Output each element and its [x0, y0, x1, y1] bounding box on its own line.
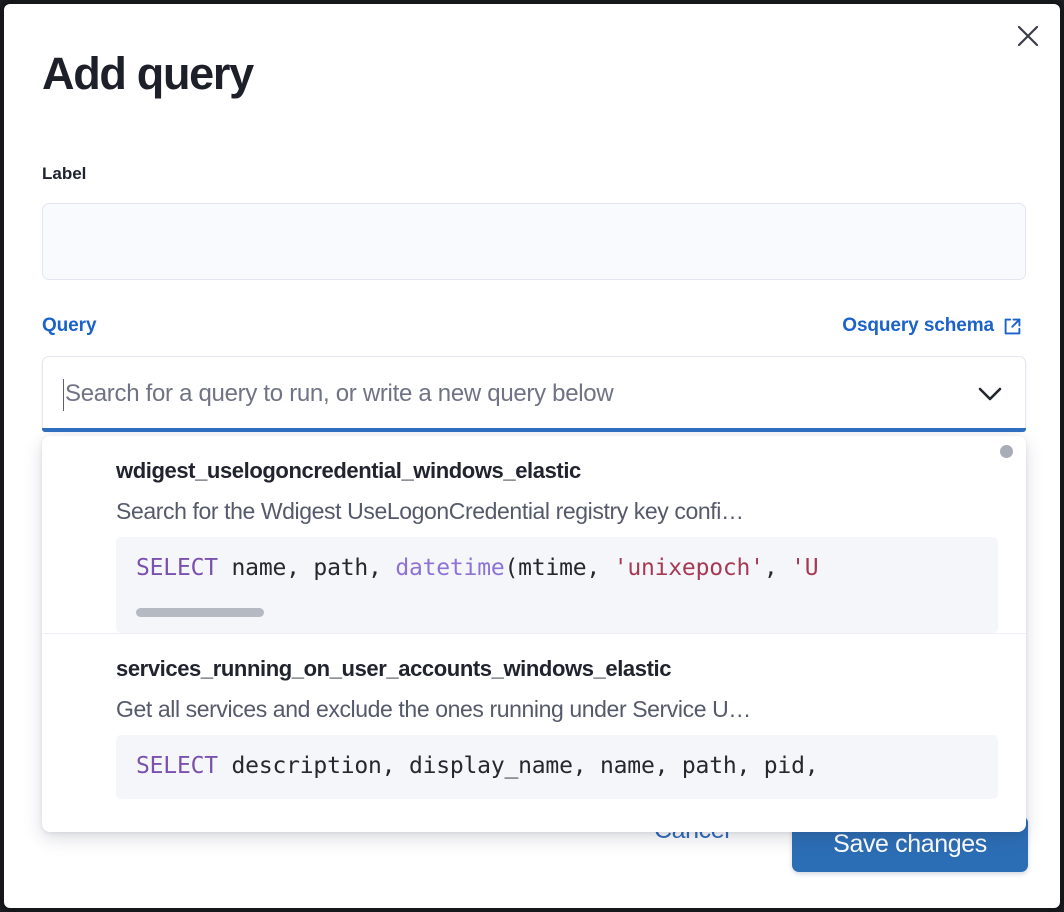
- list-item[interactable]: services_running_on_user_accounts_window…: [42, 633, 1026, 799]
- close-icon[interactable]: [1008, 16, 1048, 56]
- label-input[interactable]: [42, 203, 1026, 280]
- page-title: Add query: [42, 48, 254, 99]
- chevron-down-icon[interactable]: [973, 385, 1007, 403]
- list-item-description: Search for the Wdigest UseLogonCredentia…: [116, 498, 744, 524]
- list-item[interactable]: wdigest_uselogoncredential_windows_elast…: [42, 436, 1026, 633]
- combobox-focus-underline: [42, 428, 1026, 432]
- code-token: SELECT: [136, 555, 218, 581]
- code-token: SELECT: [136, 753, 218, 779]
- query-section-label: Query: [42, 315, 97, 336]
- external-link-icon: [1004, 318, 1021, 334]
- code-token: 'U: [791, 555, 819, 581]
- code-token: 'unixepoch': [613, 555, 764, 581]
- list-item-description: Get all services and exclude the ones ru…: [116, 696, 751, 722]
- label-field-label: Label: [42, 164, 87, 183]
- osquery-schema-link-label: Osquery schema: [842, 315, 994, 336]
- code-token: (mtime,: [504, 555, 614, 581]
- code-token: datetime: [395, 555, 505, 581]
- query-search-input[interactable]: Search for a query to run, or write a ne…: [65, 380, 614, 407]
- code-token: ,: [763, 555, 792, 581]
- text-cursor: [63, 379, 64, 411]
- list-item-code-snippet[interactable]: SELECT description, display_name, name, …: [116, 735, 998, 799]
- list-item-title: wdigest_uselogoncredential_windows_elast…: [116, 458, 581, 483]
- osquery-schema-link[interactable]: Osquery schema: [842, 315, 1022, 337]
- code-horizontal-scrollbar[interactable]: [136, 608, 264, 617]
- dropdown-scrollbar[interactable]: [1000, 445, 1013, 458]
- list-item-code-snippet[interactable]: SELECT name, path, datetime(mtime, 'unix…: [116, 537, 998, 633]
- list-item-title: services_running_on_user_accounts_window…: [116, 656, 672, 681]
- code-token: description, display_name, name, path, p…: [217, 753, 819, 779]
- query-search-combobox[interactable]: Search for a query to run, or write a ne…: [42, 356, 1026, 432]
- code-token: name, path,: [217, 555, 396, 581]
- query-suggestions-dropdown: wdigest_uselogoncredential_windows_elast…: [42, 436, 1026, 832]
